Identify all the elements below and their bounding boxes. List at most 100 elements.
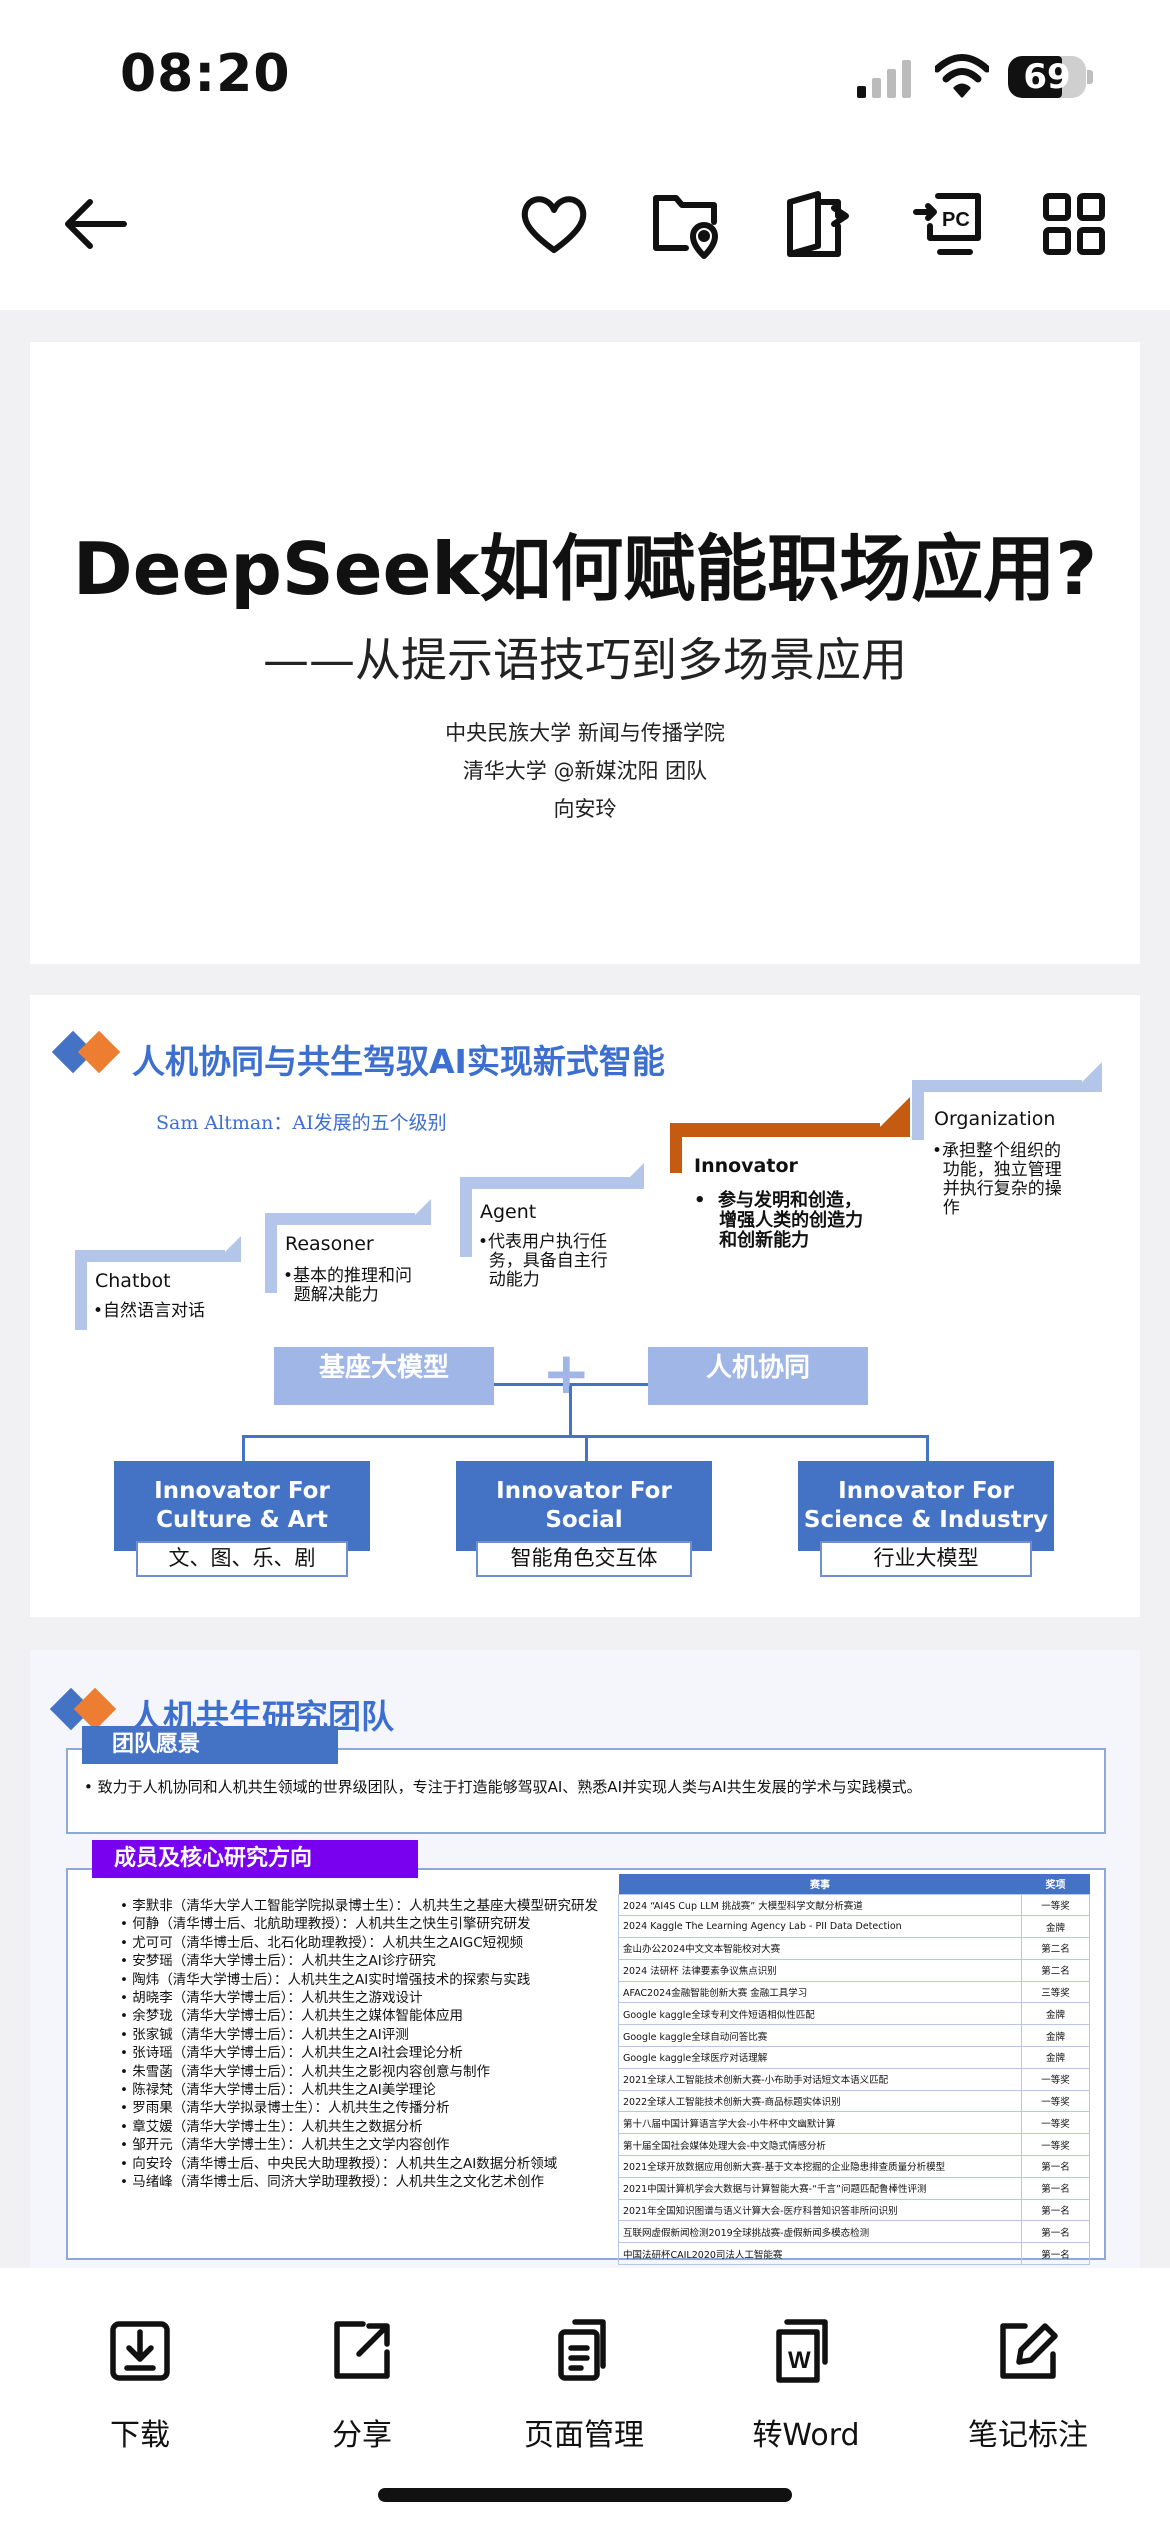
- folder-location-icon[interactable]: [648, 186, 724, 262]
- award-row: 2021年全国知识图谱与语义计算大会-医疗科普知识答非所问识别第一名: [618, 2198, 1090, 2222]
- home-indicator[interactable]: [378, 2488, 792, 2502]
- award-event: 第十八届中国计算语言学大会-小牛杯中文幽默计算: [618, 2111, 1022, 2135]
- level-name: Reasoner: [285, 1233, 374, 1255]
- innovator-science-box: Innovator For Science & Industry: [798, 1461, 1054, 1551]
- level-innovator: Innovator • 参与发明和创造， 增强人类的创造力 和创新能力: [670, 1097, 910, 1251]
- note-button[interactable]: 笔记标注: [938, 2318, 1118, 2454]
- awards-table: 赛事 奖项 2024 “AI4S Cup LLM 挑战赛” 大模型科学文献分析赛…: [618, 1874, 1090, 2266]
- connector-line: [569, 1386, 572, 1436]
- heart-icon[interactable]: [516, 186, 592, 262]
- to-word-button[interactable]: W 转Word: [716, 2318, 896, 2454]
- award-row: 2021全球人工智能技术创新大赛-小布助手对话短文本语义匹配一等奖: [618, 2067, 1090, 2091]
- award-row: 第十届全国社会媒体处理大会-中文隐式情感分析一等奖: [618, 2133, 1090, 2157]
- level-agent: Agent •代表用户执行任 务，具备自主行 动能力: [460, 1163, 660, 1290]
- level-chatbot: Chatbot •自然语言对话: [75, 1236, 275, 1330]
- level-name: Organization: [934, 1108, 1056, 1130]
- award-row: Google kaggle全球专利文件短语相似性匹配金牌: [618, 2002, 1090, 2026]
- slide2-subtitle: Sam Altman：AI发展的五个级别: [156, 1112, 447, 1134]
- top-toolbar: PC: [0, 150, 1170, 310]
- diamond-icon: [77, 1030, 121, 1074]
- award-prize: 一等奖: [1021, 2067, 1090, 2091]
- award-row: AFAC2024金融智能创新大赛 金融工具学习三等奖: [618, 1980, 1090, 2004]
- award-event: 2021全球人工智能技术创新大赛-小布助手对话短文本语义匹配: [618, 2067, 1022, 2091]
- grid-icon[interactable]: [1036, 186, 1112, 262]
- innovator-social-box: Innovator For Social: [456, 1461, 712, 1551]
- author-line: 中央民族大学 新闻与传播学院: [445, 721, 725, 745]
- edit-note-icon: [1000, 2323, 1058, 2379]
- award-row: 第十八届中国计算语言学大会-小牛杯中文幽默计算一等奖: [618, 2111, 1090, 2135]
- award-prize: 第一名: [1021, 2176, 1090, 2200]
- award-event: 中国法研杯CAIL2020司法人工智能赛: [618, 2242, 1022, 2266]
- vision-text: • 致力于人机协同和人机共生领域的世界级团队，专注于打造能够驾驭AI、熟悉AI并…: [84, 1778, 922, 1796]
- member-item: 陈禄梵（清华大学博士后）：人机共生之AI美学理论: [120, 2081, 598, 2099]
- connector-line: [494, 1383, 648, 1386]
- award-prize: 一等奖: [1021, 2111, 1090, 2135]
- page-manage-button[interactable]: 页面管理: [494, 2318, 674, 2454]
- level-desc: • 参与发明和创造， 增强人类的创造力 和创新能力: [694, 1190, 864, 1251]
- member-item: 邹开元（清华大学博士生）：人机共生之文学内容创作: [120, 2136, 598, 2154]
- award-event: AFAC2024金融智能创新大赛 金融工具学习: [618, 1980, 1022, 2004]
- award-prize: 第二名: [1021, 1958, 1090, 1982]
- award-row: 中国法研杯CAIL2020司法人工智能赛第一名: [618, 2242, 1090, 2266]
- slide-2[interactable]: 人机协同与共生驾驭AI实现新式智能 Sam Altman：AI发展的五个级别 C…: [30, 995, 1140, 1617]
- cast-to-pc-icon[interactable]: PC: [910, 186, 986, 262]
- connector-line: [585, 1435, 588, 1461]
- members-list: 李默非（清华大学人工智能学院拟录博士生）：人机共生之基座大模型研究研发何静（清华…: [120, 1897, 598, 2192]
- page-manage-label: 页面管理: [524, 2418, 644, 2453]
- award-event: 2022全球人工智能技术创新大赛-商品标题实体识别: [618, 2089, 1022, 2113]
- level-desc: •自然语言对话: [93, 1301, 206, 1321]
- connector-line: [242, 1435, 245, 1461]
- award-prize: 金牌: [1021, 2002, 1090, 2026]
- award-prize: 第一名: [1021, 2198, 1090, 2222]
- award-event: 2021全球开放数据应用创新大赛-基于文本挖掘的企业隐患排查质量分析模型: [618, 2155, 1022, 2178]
- level-name: Agent: [480, 1201, 537, 1223]
- plus-sign: +: [542, 1339, 591, 1407]
- innovator-culture-box: Innovator For Culture & Art: [114, 1461, 370, 1551]
- diamond-icon: [73, 1687, 117, 1731]
- innovator-sub: 智能角色交互体: [476, 1541, 692, 1577]
- slide1-title: DeepSeek如何赋能职场应用?: [72, 527, 1098, 611]
- member-item: 向安玲（清华博士后、中央民大助理教授）：人机共生之AI数据分析领域: [120, 2155, 598, 2173]
- award-event: 2021中国计算机学会大数据与计算智能大赛-“千言”问题匹配鲁棒性评测: [618, 2176, 1022, 2200]
- award-row: 2024 法研杯 法律要素争议焦点识别第二名: [618, 1958, 1090, 1982]
- member-item: 尤可可（清华博士后、北石化助理教授）：人机共生之AIGC短视频: [120, 1934, 598, 1952]
- award-event: 金山办公2024中文文本智能校对大赛: [618, 1937, 1022, 1960]
- slide-3[interactable]: 人机共生研究团队 • 致力于人机协同和人机共生领域的世界级团队，专注于打造能够驾…: [30, 1650, 1140, 2270]
- award-row: 2021中国计算机学会大数据与计算智能大赛-“千言”问题匹配鲁棒性评测第一名: [618, 2176, 1090, 2200]
- level-desc: •基本的推理和问 题解决能力: [283, 1266, 413, 1305]
- level-name: Chatbot: [95, 1270, 171, 1292]
- battery-level: 69: [1023, 57, 1071, 97]
- word-letter: W: [788, 2347, 811, 2374]
- slide1-subtitle: ——从提示语技巧到多场景应用: [263, 633, 907, 687]
- member-item: 安梦瑶（清华大学博士后）：人机共生之AI诊疗研究: [120, 1952, 598, 1970]
- back-arrow-icon[interactable]: [58, 186, 134, 262]
- pc-label: PC: [942, 209, 970, 231]
- base-model-box: 基座大模型: [274, 1347, 494, 1405]
- level-reasoner: Reasoner •基本的推理和问 题解决能力: [265, 1199, 465, 1305]
- member-item: 陶炜（清华大学博士后）：人机共生之AI实时增强技术的探索与实践: [120, 1971, 598, 1989]
- battery-cap: [1087, 70, 1093, 84]
- award-row: 2024 Kaggle The Learning Agency Lab - PI…: [618, 1915, 1090, 1939]
- award-prize: 第一名: [1021, 2220, 1090, 2244]
- signal-icon: [857, 60, 911, 98]
- slide2-title: 人机协同与共生驾驭AI实现新式智能: [132, 1042, 665, 1081]
- award-event: 2024 法研杯 法律要素争议焦点识别: [618, 1958, 1022, 1982]
- member-item: 张诗瑶（清华大学博士后）：人机共生之AI社会理论分析: [120, 2044, 598, 2062]
- award-event: Google kaggle全球自动问答比赛: [618, 2024, 1022, 2048]
- award-prize: 第二名: [1021, 1937, 1090, 1960]
- share-button[interactable]: 分享: [272, 2318, 452, 2454]
- award-event: 2021年全国知识图谱与语义计算大会-医疗科普知识答非所问识别: [618, 2198, 1022, 2222]
- award-row: 2022全球人工智能技术创新大赛-商品标题实体识别一等奖: [618, 2089, 1090, 2113]
- level-name: Innovator: [694, 1155, 798, 1177]
- member-item: 罗雨果（清华大学拟录博士生）：人机共生之传播分析: [120, 2099, 598, 2117]
- award-row: Google kaggle全球自动问答比赛金牌: [618, 2024, 1090, 2048]
- book-open-icon[interactable]: [778, 186, 854, 262]
- note-label: 笔记标注: [968, 2418, 1088, 2453]
- battery-icon: 69: [1008, 56, 1086, 98]
- author-line: 向安玲: [553, 797, 617, 821]
- vision-tab: 团队愿景: [82, 1726, 338, 1764]
- slide-1[interactable]: DeepSeek如何赋能职场应用? ——从提示语技巧到多场景应用 中央民族大学 …: [30, 342, 1140, 964]
- to-word-label: 转Word: [752, 2418, 860, 2453]
- download-button[interactable]: 下载: [50, 2318, 230, 2454]
- award-event: Google kaggle全球专利文件短语相似性匹配: [618, 2002, 1022, 2026]
